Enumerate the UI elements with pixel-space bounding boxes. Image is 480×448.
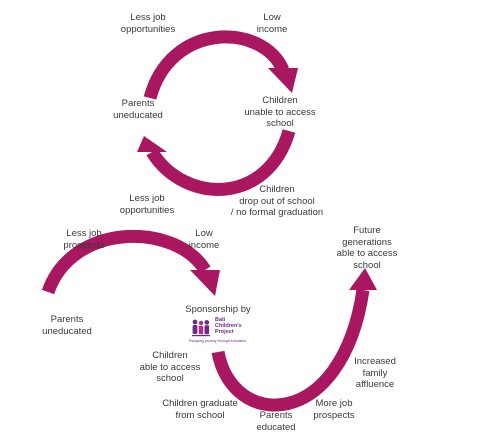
top-upper-arc [143,30,289,100]
label-future-generations: Future generations able to access school [336,225,398,271]
top-lower-arc [146,129,296,196]
label-less-job-opportunities-top: Less job opportunities [120,12,176,35]
label-low-income-bottom: Low income [188,228,220,251]
label-low-income-top: Low income [256,12,288,35]
label-increased-family-affluence: Increased family affluence [354,356,396,390]
label-children-able-to-access-school: Children able to access school [139,350,201,384]
logo-name-line3: Project [215,329,234,335]
top-lower-arrowhead [137,136,167,152]
label-children-graduate: Children graduate from school [162,398,238,421]
label-sponsorship-by: Sponsorship by [185,304,251,315]
children-figures-icon [192,319,210,337]
label-less-job-prospects: Less job prospects [63,228,105,251]
logo-name-line1: Bali [215,317,226,323]
label-parents-uneducated-top: Parents uneducated [113,98,163,121]
top-upper-arrowhead [268,68,298,93]
bali-childrens-project-logo: Bali Children's Project Escaping poverty… [188,316,252,344]
bottom-right-arc [211,289,370,412]
logo-tagline: Escaping poverty through education [189,339,247,343]
label-more-job-prospects: More job prospects [313,398,355,421]
label-parents-uneducated-bottom: Parents uneducated [42,314,92,337]
bottom-left-arrowhead [190,270,220,296]
label-children-unable-to-access-school: Children unable to access school [244,95,316,129]
label-parents-educated: Parents educated [256,410,296,433]
bottom-right-arrowhead [349,268,377,290]
label-children-drop-out: Children drop out of school / no formal … [230,184,324,218]
logo-name-line2: Children's [215,323,242,329]
label-less-job-opportunities-mid: Less job opportunities [119,193,175,216]
bottom-left-arc [41,229,211,295]
